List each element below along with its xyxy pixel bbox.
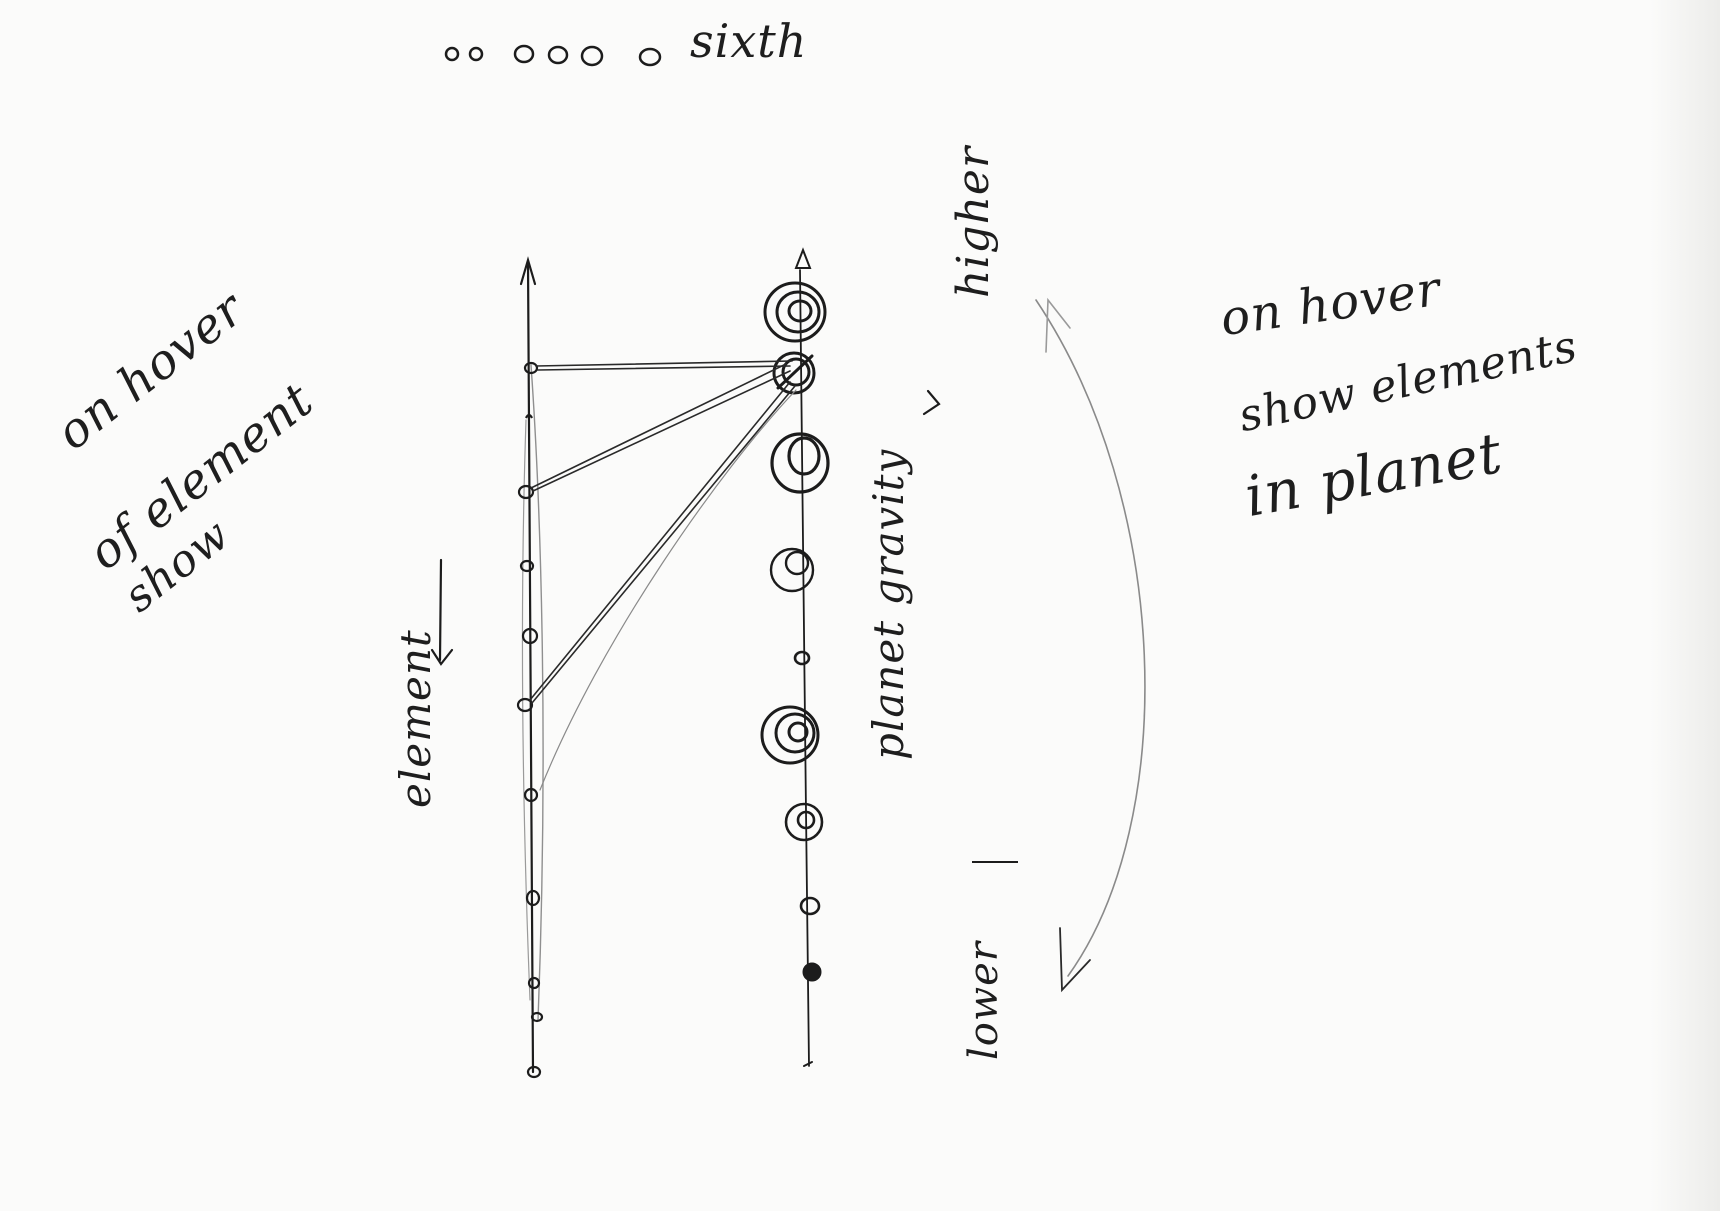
link-line xyxy=(539,389,797,791)
range-arc-line xyxy=(1035,299,1146,977)
planet-node xyxy=(793,650,811,666)
top-circle xyxy=(513,44,535,64)
top-label-sixth: sixth xyxy=(690,14,808,68)
planet-gravity-label: planet gravity xyxy=(864,448,913,760)
element-nodes xyxy=(516,361,544,1079)
link-line xyxy=(529,381,791,701)
element-node xyxy=(517,484,535,500)
element-node xyxy=(530,1011,544,1023)
element-axis-arrowhead xyxy=(519,256,537,286)
element-node xyxy=(521,627,539,645)
left-note: on hover of element show xyxy=(46,281,324,623)
planet-axis xyxy=(794,247,812,1067)
planet-node xyxy=(803,1061,813,1067)
element-node xyxy=(525,413,533,419)
planet-node xyxy=(770,432,830,494)
element-axis-label: element xyxy=(391,629,440,808)
range-arc-head-bottom xyxy=(1059,927,1091,993)
element-label-arrow xyxy=(430,558,454,666)
top-circle-row xyxy=(444,44,662,67)
planet-node xyxy=(769,547,815,593)
planet-axis-arrowhead xyxy=(794,247,812,269)
element-label-arrow-head xyxy=(430,648,454,666)
planet-axis-line xyxy=(799,269,810,1067)
lower-label: lower xyxy=(961,941,1007,1060)
higher-label: higher xyxy=(948,146,999,298)
planet-gravity-arrow xyxy=(922,389,941,416)
planet-nodes xyxy=(760,281,830,1067)
range-arc xyxy=(1035,297,1146,993)
element-planet-links xyxy=(529,360,797,791)
planet-node xyxy=(763,281,827,343)
element-node xyxy=(523,787,539,803)
top-circle xyxy=(468,46,484,62)
link-line xyxy=(530,363,787,489)
link-line xyxy=(532,370,791,492)
planet-node xyxy=(760,705,820,765)
page-edge-shadow xyxy=(1650,0,1720,1211)
planet-node xyxy=(799,896,821,916)
element-node xyxy=(523,361,539,375)
planet-node xyxy=(802,962,822,982)
element-label-arrow-line xyxy=(438,558,443,662)
top-circle xyxy=(444,46,460,62)
planet-node xyxy=(772,351,816,395)
link-line xyxy=(535,360,793,367)
element-node xyxy=(516,697,534,713)
planet-node xyxy=(784,802,824,842)
top-circle xyxy=(580,45,604,67)
element-node xyxy=(525,889,541,907)
element-node xyxy=(519,559,535,573)
link-line xyxy=(531,385,796,704)
element-axis xyxy=(519,256,544,1074)
top-circle xyxy=(547,45,569,65)
planet-gravity-arrowhead xyxy=(922,389,941,416)
element-axis-sketch-stroke xyxy=(530,364,544,1021)
link-line xyxy=(537,365,791,371)
element-node xyxy=(526,1065,542,1079)
element-node xyxy=(527,976,541,990)
element-axis-line xyxy=(526,260,535,1074)
top-circle xyxy=(638,47,662,67)
range-arc-head-top xyxy=(1045,297,1071,353)
